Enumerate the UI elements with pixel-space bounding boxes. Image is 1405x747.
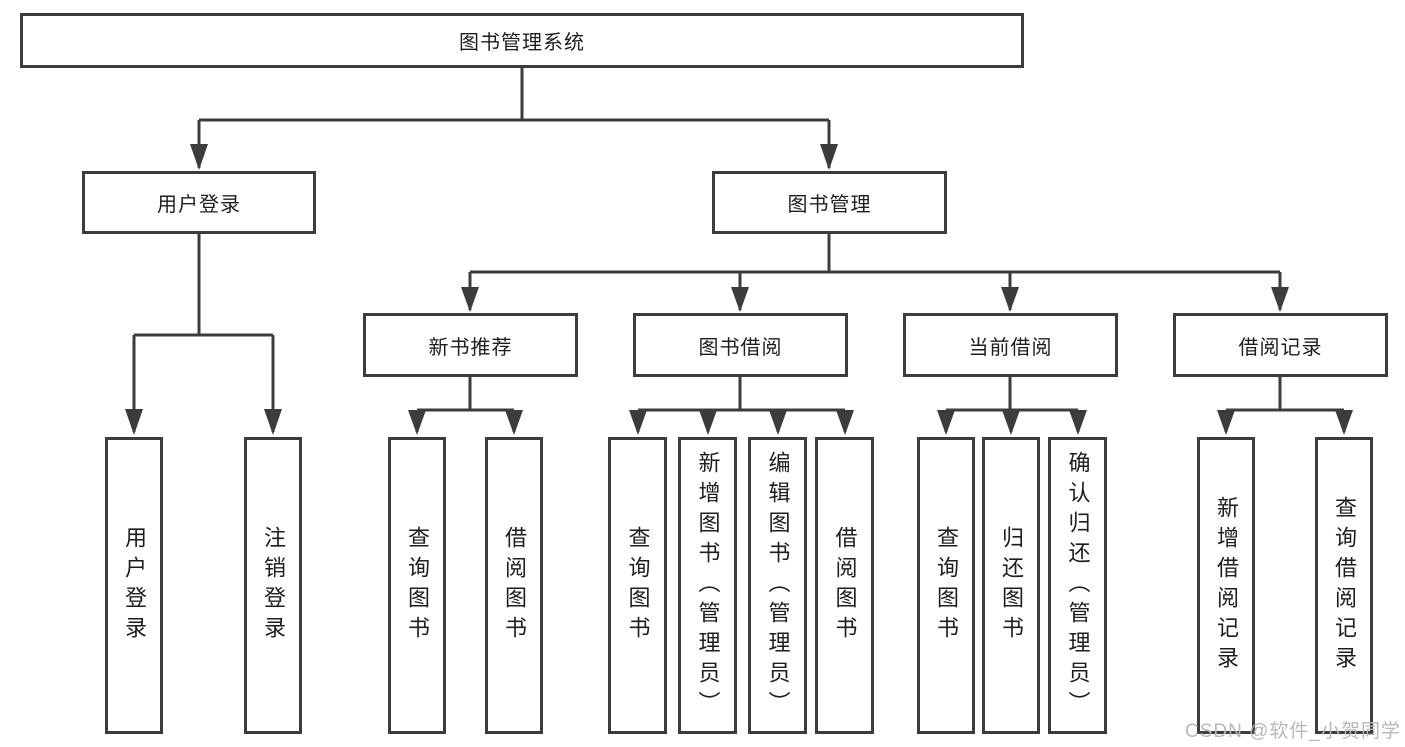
node-book-management: 图书管理: [712, 171, 947, 234]
node-library-management-system: 图书管理系统: [20, 13, 1024, 68]
leaf-borrow-books-recommend: 借阅图书: [485, 437, 543, 734]
leaf-query-borrow-record: 查询借阅记录: [1315, 437, 1373, 734]
leaf-borrow-books-borrowing: 借阅图书: [815, 437, 874, 734]
leaf-query-books-borrowing: 查询图书: [608, 437, 667, 734]
leaf-label: 用户登录: [122, 525, 147, 646]
leaf-user-login: 用户登录: [105, 437, 163, 734]
leaf-label: 编辑图书（管理员）: [765, 450, 791, 721]
leaf-label: 确认归还（管理员）: [1065, 450, 1091, 721]
leaf-label: 新增借阅记录: [1214, 495, 1239, 676]
leaf-logout: 注销登录: [244, 437, 302, 734]
node-user-login: 用户登录: [82, 171, 316, 234]
leaf-label: 查询借阅记录: [1332, 495, 1357, 676]
leaf-add-book-admin: 新增图书（管理员）: [678, 437, 737, 734]
connector-user-login-children: [125, 234, 282, 435]
node-current-borrowing: 当前借阅: [903, 313, 1118, 377]
connector-new-book-recommendation-children: [408, 377, 523, 435]
leaf-confirm-return-admin: 确认归还（管理员）: [1048, 437, 1107, 734]
node-new-book-recommendation: 新书推荐: [363, 313, 578, 377]
leaf-query-books-current: 查询图书: [917, 437, 975, 734]
watermark: CSDN @软件_小贺同学: [1185, 721, 1401, 742]
connector-book-management-sections: [461, 234, 1289, 312]
leaf-label: 查询图书: [625, 525, 651, 646]
leaf-label: 借阅图书: [832, 525, 858, 646]
node-borrowing-records: 借阅记录: [1173, 313, 1388, 377]
connector-current-borrowing-children: [937, 377, 1087, 435]
leaf-label: 归还图书: [999, 525, 1024, 646]
leaf-edit-book-admin: 编辑图书（管理员）: [748, 437, 807, 734]
node-book-borrowing: 图书借阅: [633, 313, 848, 377]
leaf-label: 注销登录: [261, 525, 286, 646]
leaf-label: 查询图书: [934, 525, 959, 646]
leaf-label: 查询图书: [405, 525, 430, 646]
connector-book-borrowing-children: [629, 377, 854, 435]
leaf-label: 借阅图书: [502, 525, 527, 646]
connector-root-to-level2: [190, 68, 838, 170]
leaf-label: 新增图书（管理员）: [695, 450, 721, 721]
leaf-add-borrow-record: 新增借阅记录: [1197, 437, 1255, 734]
leaf-query-books-recommend: 查询图书: [388, 437, 446, 734]
leaf-return-books: 归还图书: [982, 437, 1040, 734]
connector-borrowing-records-children: [1217, 377, 1353, 435]
